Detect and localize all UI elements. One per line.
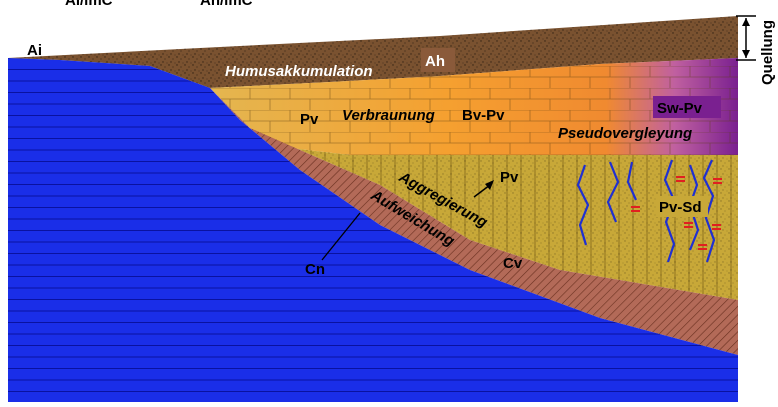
label-pv-sd: Pv-Sd: [659, 199, 702, 216]
label-quellung: Quellung: [759, 20, 776, 85]
label-cv: Cv: [503, 255, 523, 272]
label-cn: Cn: [305, 261, 325, 278]
humus-speckle: [8, 16, 738, 88]
pv-sd-box: [656, 196, 708, 217]
cn-pointer-line: [321, 212, 361, 261]
header-col1: Ai/lmC: [65, 0, 113, 9]
label-verbraunung: Verbraunung: [342, 107, 435, 124]
pv-arrow-line: [473, 184, 491, 198]
label-sw-pv: Sw-Pv: [657, 100, 703, 117]
pv-sd-speckle: [250, 128, 738, 300]
right-strip: [738, 16, 778, 402]
bedrock-cn: [8, 58, 738, 402]
quellung-arrow-down: [742, 50, 750, 58]
label-ai: Ai: [27, 42, 42, 59]
label-ah: Ah: [425, 53, 445, 70]
label-pseudovergleyung: Pseudovergleyung: [558, 125, 692, 142]
label-pv-arrow: Pv: [500, 169, 519, 186]
label-bv-pv: Bv-Pv: [462, 107, 505, 124]
red-marks: [631, 176, 722, 250]
sw-pv-box: [653, 96, 721, 118]
label-humusakkumulation: Humusakkumulation: [225, 63, 373, 80]
bv-pv-bricks: [210, 58, 738, 155]
label-pv-left: Pv: [300, 111, 319, 128]
quellung-arrow-up: [742, 18, 750, 26]
header-col2: Ah/lmC: [200, 0, 253, 9]
ah-box: [421, 48, 455, 72]
cv-layer: [210, 88, 738, 355]
pv-arrow-head: [485, 180, 494, 190]
